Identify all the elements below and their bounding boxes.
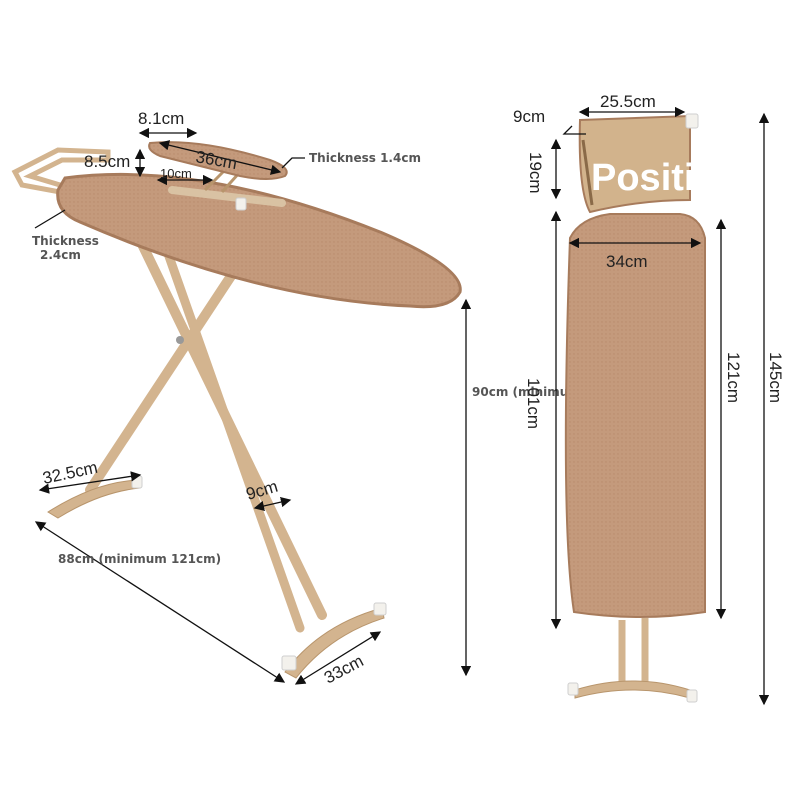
folded-board-illustration <box>564 113 706 703</box>
folded-foot-cap-left <box>567 682 579 696</box>
base-length-label: 88cm (minimum 121cm) <box>58 552 221 566</box>
folded-board-surface <box>564 213 706 618</box>
board-thickness-label-line2: 2.4cm <box>40 248 81 262</box>
iron-rest-plate <box>578 114 691 214</box>
rear-foot-cap <box>131 475 143 489</box>
iron-rest-length-label: 19cm <box>526 152 545 194</box>
front-leg-upper <box>85 265 240 495</box>
sleeve-stand-label: 10cm <box>160 166 192 181</box>
iron-rest-depth-label: 9cm <box>513 107 545 126</box>
board-total-length-label: 121cm <box>724 352 743 403</box>
iron-rest-cap <box>685 113 699 129</box>
sleeve-width-label: 8.1cm <box>138 109 184 128</box>
standing-board-illustration <box>11 141 462 679</box>
front-foot-width-label: 33cm <box>321 651 367 687</box>
sleeve-base-cap <box>235 197 247 211</box>
leg-hinge <box>176 336 184 344</box>
front-foot-cap-right <box>373 602 387 616</box>
folded-foot-cap-right <box>686 689 698 703</box>
brand-watermark: Positive <box>591 157 737 199</box>
board-length-label: 101cm <box>524 378 543 429</box>
front-foot-cap-left <box>281 655 297 671</box>
iron-rest-width-label: 25.5cm <box>600 92 656 111</box>
folded-height-label: 145cm <box>766 352 785 403</box>
iron-rest-hinge <box>581 139 594 206</box>
sleeve-board-base <box>168 186 286 207</box>
folded-foot <box>574 680 691 699</box>
board-thickness-label-line1: Thickness <box>32 234 99 248</box>
sleeve-height-label: 8.5cm <box>84 152 130 171</box>
board-top <box>56 172 462 309</box>
right-dimension-lines <box>550 106 770 706</box>
iron-holder-frame <box>11 147 111 196</box>
left-dimension-lines <box>34 127 472 685</box>
rear-leg-second <box>160 240 305 633</box>
sleeve-thickness-label: Thickness 1.4cm <box>309 151 421 165</box>
board-width-label: 34cm <box>606 252 648 271</box>
